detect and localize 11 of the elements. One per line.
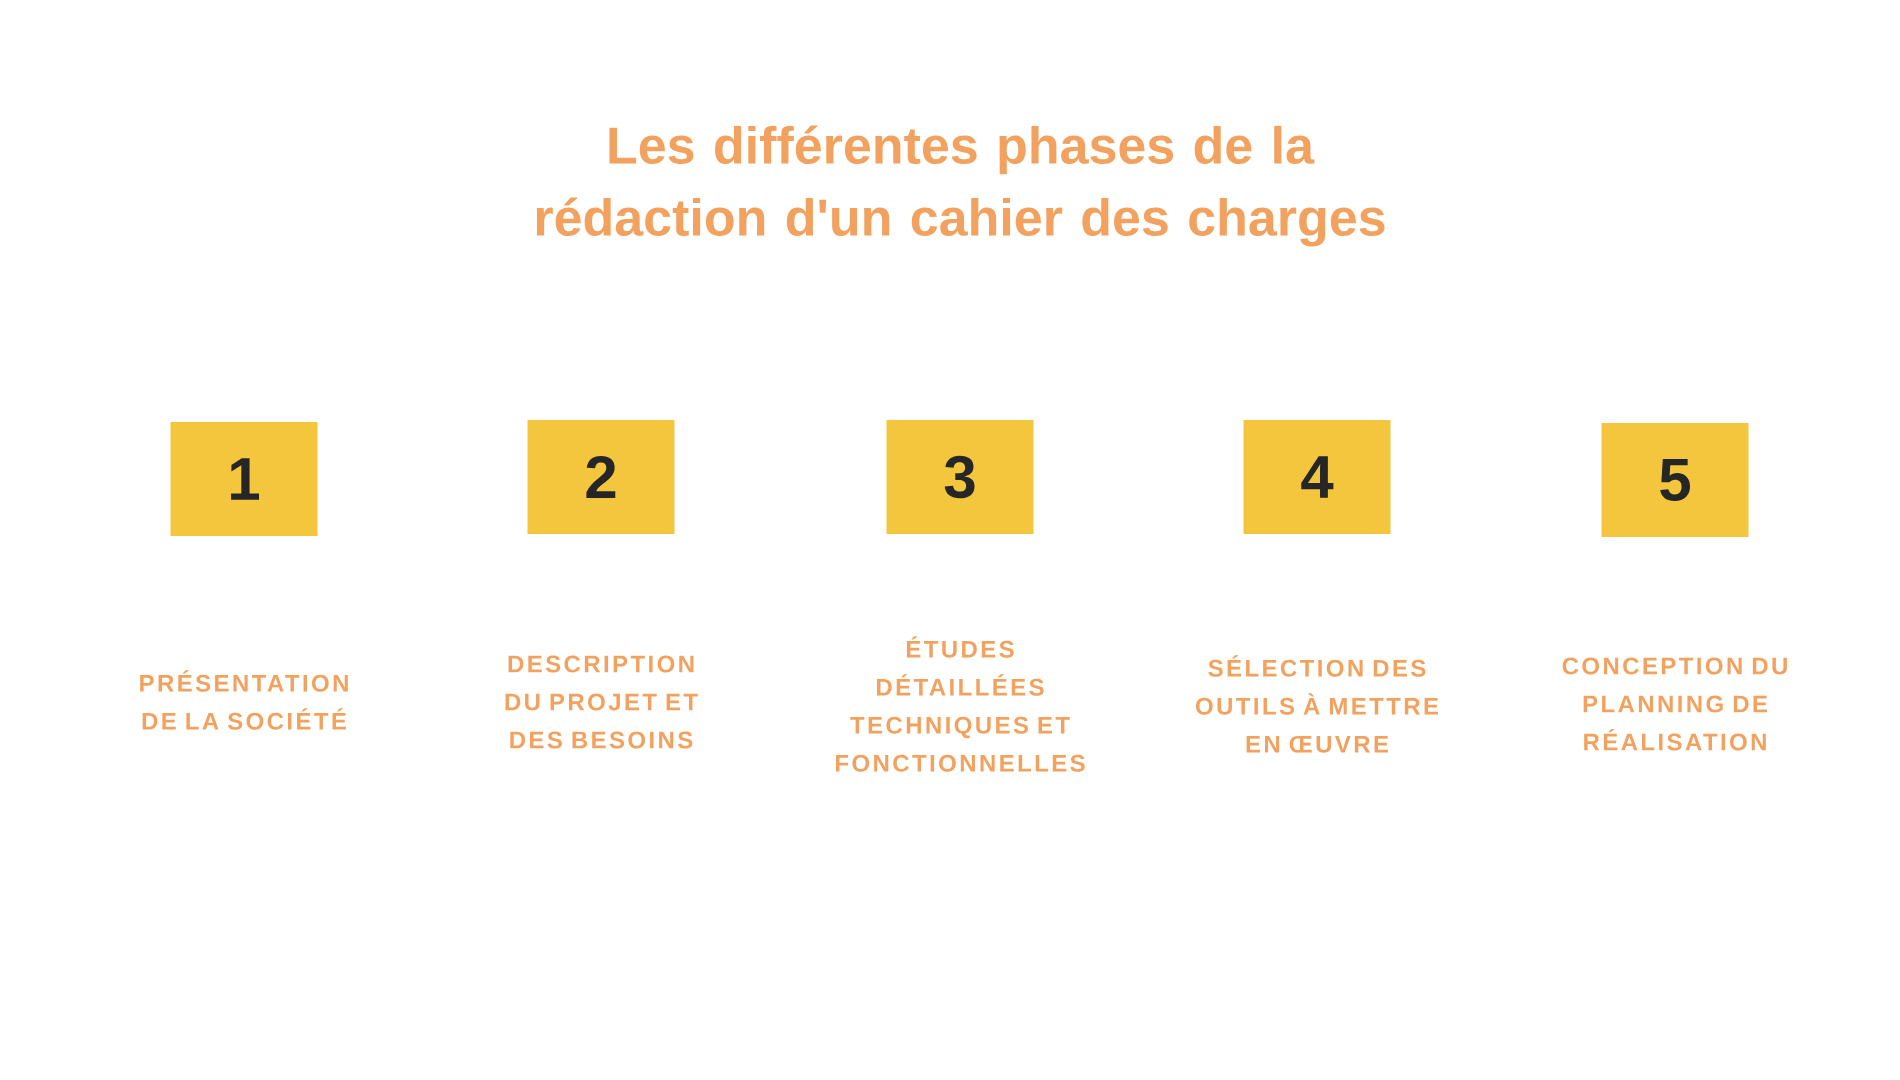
title: Les différentes phases de la rédaction d'un cahier des charges bbox=[536, 125, 1385, 247]
number-box: 5 bbox=[1601, 423, 1749, 537]
number-box: 1 bbox=[170, 422, 318, 536]
step-description: SÉLECTION DES OUTILS À METTRE EN ŒUVRE bbox=[1196, 655, 1439, 753]
number-box: 3 bbox=[886, 420, 1034, 534]
number-box: 4 bbox=[1243, 420, 1391, 534]
step-description: DESCRIPTION DU PROJET ET DES BESOINS bbox=[505, 655, 698, 749]
step-description: PRÉSENTATION DE LA SOCIÉTÉ bbox=[140, 670, 348, 730]
step-description: CONCEPTION DU PLANNING DE RÉALISATION bbox=[1562, 657, 1787, 751]
step-description: ÉTUDES DÉTAILLÉES TECHNIQUES ET FONCTIONNELLES bbox=[836, 636, 1085, 772]
number-box: 2 bbox=[527, 420, 675, 534]
